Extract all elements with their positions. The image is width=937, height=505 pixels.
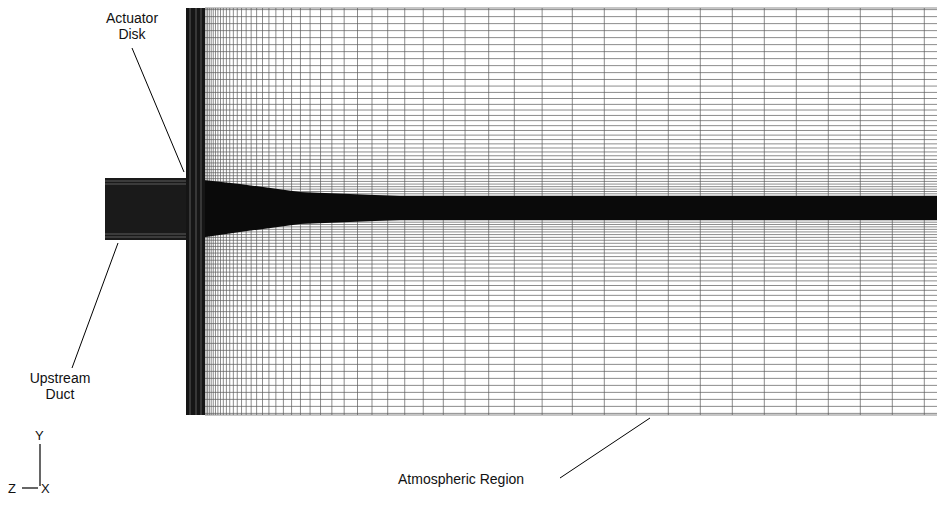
upstream-duct xyxy=(105,178,186,240)
mesh-line xyxy=(205,240,937,241)
mesh-line xyxy=(205,231,937,232)
mesh-line xyxy=(205,285,937,286)
mesh-line xyxy=(205,120,937,121)
mesh-line xyxy=(205,246,937,247)
atmospheric-region xyxy=(185,8,937,415)
part-label: Actuator Disk xyxy=(92,10,172,42)
mesh-line xyxy=(205,9,937,10)
mesh-line xyxy=(205,8,937,9)
mesh-line xyxy=(205,226,937,227)
mesh-line xyxy=(205,172,937,173)
mesh-line xyxy=(205,135,937,136)
mesh-line xyxy=(205,92,937,93)
duct-mesh xyxy=(105,8,201,415)
mesh-line xyxy=(205,44,937,45)
mesh-line xyxy=(205,86,937,87)
axis-label: X xyxy=(41,481,50,497)
mesh-line xyxy=(205,350,937,351)
mesh-line xyxy=(205,151,937,152)
mesh-line xyxy=(205,104,937,105)
mesh-line xyxy=(205,186,937,187)
mesh-line xyxy=(205,65,937,66)
refined-core xyxy=(185,178,937,240)
mesh-line xyxy=(205,166,937,167)
mesh-line xyxy=(205,249,937,250)
mesh-line xyxy=(205,343,937,344)
mesh-line xyxy=(205,264,937,265)
mesh-line xyxy=(205,234,937,235)
mesh-line xyxy=(205,58,937,59)
actuator-disk xyxy=(186,8,205,415)
mesh-line xyxy=(205,191,937,192)
mesh-line xyxy=(205,371,937,372)
mesh-line xyxy=(205,329,937,330)
mesh-line xyxy=(205,317,937,318)
mesh-line xyxy=(205,189,937,190)
mesh-line xyxy=(205,23,937,24)
mesh-line xyxy=(205,311,937,312)
mesh-line xyxy=(205,295,937,296)
mesh-line xyxy=(205,178,937,179)
mesh-line xyxy=(205,336,937,337)
mesh-line xyxy=(205,115,937,116)
mesh-line xyxy=(205,378,937,379)
mesh-line xyxy=(205,229,937,230)
mesh-line xyxy=(205,237,937,238)
mesh-line xyxy=(205,159,937,160)
mesh-line xyxy=(205,130,937,131)
mesh-line xyxy=(205,37,937,38)
mesh-line xyxy=(205,184,937,185)
mesh-line xyxy=(205,79,937,80)
mesh-line xyxy=(205,72,937,73)
mesh-line xyxy=(205,276,937,277)
mesh-line xyxy=(205,110,937,111)
mesh-line xyxy=(205,253,937,254)
part-label: Upstream Duct xyxy=(20,370,100,402)
region-label: Atmospheric Region xyxy=(398,471,524,487)
axis-label: Y xyxy=(35,428,44,444)
mesh-line xyxy=(205,16,937,17)
mesh-line xyxy=(205,175,937,176)
mesh-line xyxy=(205,243,937,244)
mesh-line xyxy=(205,169,937,170)
axis-label: Z xyxy=(8,481,16,497)
mesh-line xyxy=(205,155,937,156)
mesh-line xyxy=(205,147,937,148)
mesh-line xyxy=(205,268,937,269)
mesh-line xyxy=(205,98,937,99)
mesh-line xyxy=(205,305,937,306)
mesh-line xyxy=(205,392,937,393)
mesh-line xyxy=(205,139,937,140)
mesh-line xyxy=(205,224,937,225)
mesh-line xyxy=(205,399,937,400)
mesh-line xyxy=(205,280,937,281)
mesh-line xyxy=(205,260,937,261)
mesh-line xyxy=(205,357,937,358)
mesh-line xyxy=(205,51,937,52)
leader-lines xyxy=(72,48,650,478)
axis-triad xyxy=(22,444,40,488)
mesh-line xyxy=(205,162,937,163)
mesh-line xyxy=(205,181,937,182)
mesh-line xyxy=(205,272,937,273)
mesh-line xyxy=(205,30,937,31)
mesh-line xyxy=(205,143,937,144)
mesh-line xyxy=(205,256,937,257)
mesh-line xyxy=(205,323,937,324)
mesh-line xyxy=(205,125,937,126)
mesh-line xyxy=(205,406,937,407)
mesh-line xyxy=(205,413,937,414)
mesh-line xyxy=(205,290,937,291)
mesh-line xyxy=(205,300,937,301)
mesh-line xyxy=(205,385,937,386)
mesh-line xyxy=(205,415,937,416)
mesh-line xyxy=(205,364,937,365)
